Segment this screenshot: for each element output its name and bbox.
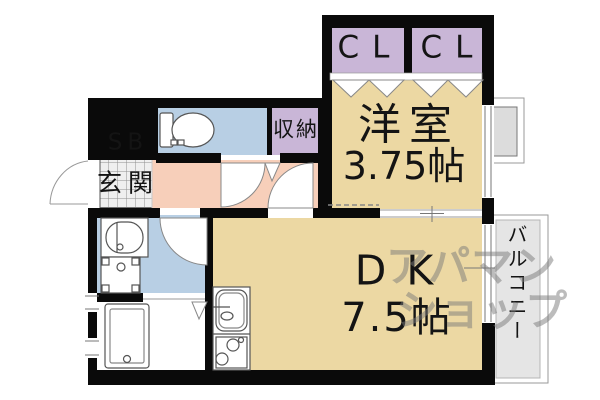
closet-door-track xyxy=(329,72,483,81)
room-partition-opening xyxy=(328,204,482,222)
watermark-line1: アパマン xyxy=(386,242,558,291)
closet-doors xyxy=(329,72,485,98)
wall-segment xyxy=(88,358,97,372)
label-western-room: 洋室 xyxy=(358,100,460,151)
balcony-deck xyxy=(495,219,541,379)
windows-layer xyxy=(85,105,495,358)
label-entrance: 玄関 xyxy=(96,168,160,198)
wall-segment xyxy=(88,370,495,385)
kitchen-sink-outer xyxy=(215,289,248,332)
stove-burner xyxy=(215,352,229,366)
wall-segment xyxy=(280,153,318,163)
room-closet-right xyxy=(412,26,482,74)
entrance-door-swing xyxy=(49,160,89,205)
window xyxy=(482,105,494,198)
window-glass-lines xyxy=(484,225,492,322)
wall-segment xyxy=(156,153,221,163)
washer-pan-corner xyxy=(131,257,140,266)
wall-segment xyxy=(267,105,272,155)
wall-segment xyxy=(200,208,268,218)
wall-segment xyxy=(404,26,412,73)
doors-layer xyxy=(49,160,314,321)
watermark-line2: ショップ xyxy=(396,286,569,335)
door-swing-washroom xyxy=(159,217,208,266)
folding-door-icon xyxy=(367,79,406,98)
washer-pan-corner xyxy=(101,284,110,293)
window-glass-lines xyxy=(484,106,492,197)
wall-segment xyxy=(482,323,495,370)
partition-track-lines xyxy=(380,209,482,218)
door-swing-toilet xyxy=(220,162,266,208)
wall-segment xyxy=(482,198,494,224)
kitchen-unit-icon xyxy=(212,286,251,371)
washing-machine-icon xyxy=(100,256,141,294)
kitchen-sink-inner xyxy=(218,292,245,329)
folding-door-icon xyxy=(446,79,485,98)
walls-layer xyxy=(88,15,495,385)
toilet-bowl xyxy=(171,112,215,148)
washer-drain xyxy=(116,262,126,272)
label-storage: 収納 xyxy=(273,117,319,142)
label-dk-size: 7.5帖 xyxy=(341,295,453,341)
window-glass-lines xyxy=(85,295,99,310)
wall-segment xyxy=(97,98,158,160)
room-closet-left xyxy=(330,26,404,74)
wall-segment xyxy=(205,210,213,370)
bathroom-folding-door-icon xyxy=(191,301,208,321)
wall-segment xyxy=(88,98,97,160)
entrance-floor-tiles xyxy=(99,157,153,209)
window xyxy=(88,338,97,358)
bathtub-drain xyxy=(122,354,132,364)
wall-segment xyxy=(482,15,494,105)
vanity-basin xyxy=(105,221,144,254)
wall-segment xyxy=(322,15,492,28)
window-glass-lines xyxy=(85,340,99,356)
toilet-control xyxy=(170,139,178,146)
label-closet-right: CL xyxy=(420,29,486,66)
storage-folding-door-icon xyxy=(264,162,281,183)
wall-segment xyxy=(97,208,160,218)
bathtub-outer xyxy=(104,303,150,369)
stove-burner xyxy=(226,338,240,352)
folding-door-icon xyxy=(411,79,450,98)
window xyxy=(88,293,97,312)
door-swing-dk xyxy=(267,162,314,209)
bathtub-icon xyxy=(104,303,150,369)
wall-segment xyxy=(318,98,332,218)
entrance-floor xyxy=(99,157,153,209)
label-balcony: バルコニー xyxy=(504,224,528,344)
room-western xyxy=(330,73,482,218)
wall-segment xyxy=(88,98,330,108)
folding-door-icon xyxy=(331,79,371,98)
wall-segment xyxy=(88,312,97,338)
wall-segment xyxy=(313,208,380,218)
center-cross-mark xyxy=(420,206,444,222)
toilet-control xyxy=(177,139,185,146)
stove-knob xyxy=(237,336,245,344)
fixtures-layer xyxy=(100,112,251,371)
wall-segment xyxy=(95,293,143,302)
wall-segment xyxy=(88,208,97,293)
sink-vanity-icon xyxy=(100,217,149,258)
label-dk: DK xyxy=(354,246,454,295)
washer-pan-corner xyxy=(131,284,140,293)
label-western-room-size: 3.75帖 xyxy=(342,144,466,188)
room-storage xyxy=(272,105,318,155)
outdoor-unit-space xyxy=(492,106,518,157)
kitchen-faucet-head xyxy=(220,311,234,321)
vanity-drain xyxy=(116,243,124,251)
washer-pan-corner xyxy=(101,257,110,266)
label-shoebox: SB xyxy=(107,129,149,156)
room-dk xyxy=(213,218,482,370)
toilet-icon xyxy=(159,112,215,148)
label-closet-left: CL xyxy=(337,29,403,66)
